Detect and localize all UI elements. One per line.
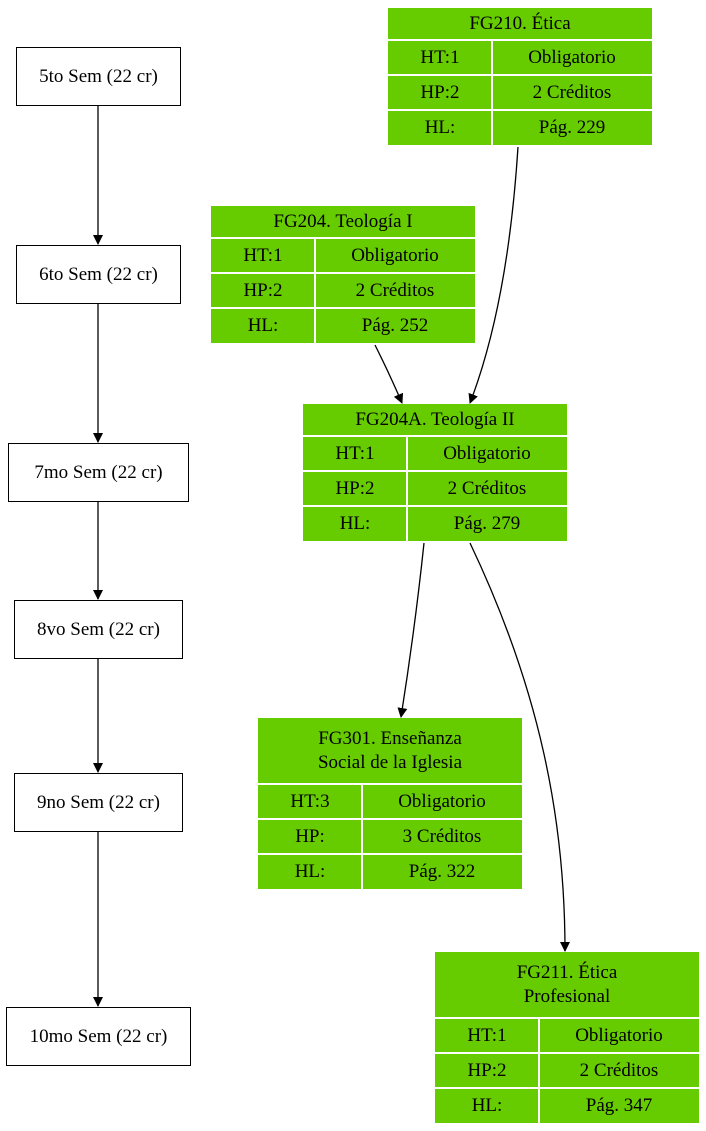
course-info-cell: 2 Créditos (579, 1059, 659, 1081)
course-hours-cell: HP:2 (467, 1059, 507, 1081)
course-hours-cell: HT:1 (335, 442, 375, 464)
semester-node-7mo: 7mo Sem (22 cr) (8, 443, 189, 502)
course-title-line: FG210. Ética (469, 13, 571, 34)
row-separator (211, 307, 475, 309)
course-hours-cell: HL: (471, 1094, 503, 1116)
course-title: FG204. Teología I (211, 206, 475, 238)
course-title-line: FG204A. Teología II (355, 409, 515, 430)
course-hours-cell: HP:2 (420, 81, 460, 103)
course-title-line: Social de la Iglesia (317, 752, 463, 773)
row-separator (258, 853, 522, 855)
row-separator (435, 1087, 699, 1089)
course-info-cell: Obligatorio (351, 244, 439, 266)
row-separator (435, 1017, 699, 1019)
semester-node-6to: 6to Sem (22 cr) (16, 245, 181, 304)
column-separator (406, 436, 408, 541)
course-hours-cell: HT:3 (290, 790, 330, 812)
row-separator (388, 74, 652, 76)
row-separator (303, 470, 567, 472)
course-hours-cell: HL: (247, 314, 279, 336)
course-hours-cell: HT:1 (420, 46, 460, 68)
course-info-cell: Pág. 347 (585, 1094, 653, 1116)
course-info-cell: Pág. 322 (408, 860, 476, 882)
row-separator (258, 818, 522, 820)
row-separator (211, 272, 475, 274)
course-hours-cell: HL: (424, 116, 456, 138)
row-separator (303, 505, 567, 507)
course-hours-cell: HT:1 (467, 1024, 507, 1046)
course-hours-cell: HP:2 (243, 279, 283, 301)
course-info-cell: 3 Créditos (402, 825, 482, 847)
semester-label: 7mo Sem (22 cr) (34, 461, 163, 483)
course-hours-cell: HL: (294, 860, 326, 882)
course-title-line: Profesional (523, 986, 611, 1007)
semester-label: 10mo Sem (22 cr) (29, 1025, 168, 1047)
row-separator (211, 237, 475, 239)
course-hours-cell: HP: (295, 825, 325, 847)
course-info-cell: 2 Créditos (532, 81, 612, 103)
course-hours-cell: HP:2 (335, 477, 375, 499)
edge-fg204a-fg211 (469, 542, 570, 952)
row-separator (303, 435, 567, 437)
course-info-cell: 2 Créditos (447, 477, 527, 499)
semester-label: 9no Sem (22 cr) (37, 791, 160, 813)
semester-label: 5to Sem (22 cr) (39, 65, 158, 87)
edge-fg204a-fg301 (397, 542, 425, 718)
course-info-cell: Obligatorio (528, 46, 616, 68)
semester-label: 8vo Sem (22 cr) (37, 618, 160, 640)
semester-node-5to: 5to Sem (22 cr) (16, 47, 181, 106)
course-info-cell: Pág. 229 (538, 116, 606, 138)
semester-node-10mo: 10mo Sem (22 cr) (6, 1007, 191, 1066)
row-separator (388, 109, 652, 111)
column-separator (361, 784, 363, 889)
semester-node-9no: 9no Sem (22 cr) (14, 773, 183, 832)
column-separator (538, 1018, 540, 1123)
course-info-cell: Obligatorio (575, 1024, 663, 1046)
row-separator (258, 783, 522, 785)
semester-label: 6to Sem (22 cr) (39, 263, 158, 285)
course-info-cell: Obligatorio (398, 790, 486, 812)
course-info-cell: Obligatorio (443, 442, 531, 464)
course-title: FG210. Ética (388, 8, 652, 40)
course-title: FG204A. Teología II (303, 404, 567, 436)
course-title-line: FG301. Enseñanza (318, 728, 462, 749)
semester-node-8vo: 8vo Sem (22 cr) (14, 600, 183, 659)
course-info-cell: 2 Créditos (355, 279, 435, 301)
column-separator (491, 40, 493, 145)
course-info-cell: Pág. 252 (361, 314, 429, 336)
course-title-line: FG211. Ética (516, 962, 618, 983)
row-separator (388, 39, 652, 41)
course-hours-cell: HL: (339, 512, 371, 534)
edge-fg210-fg204a (468, 146, 519, 404)
column-separator (314, 238, 316, 343)
course-title-line: FG204. Teología I (273, 211, 413, 232)
course-hours-cell: HT:1 (243, 244, 283, 266)
course-info-cell: Pág. 279 (453, 512, 521, 534)
row-separator (435, 1052, 699, 1054)
edge-fg204-fg204a (374, 344, 404, 404)
